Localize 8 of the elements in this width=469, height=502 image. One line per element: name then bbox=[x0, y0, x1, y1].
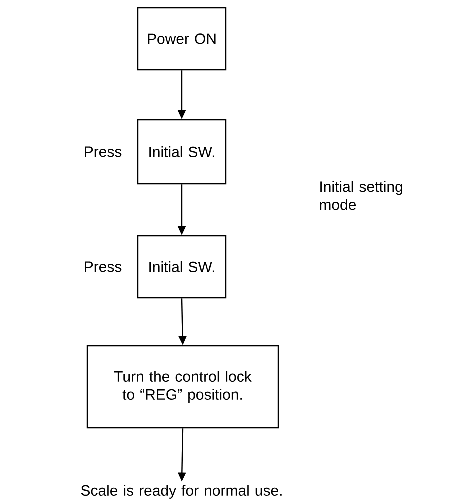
process-box: Turn the control lock to “REG” position. bbox=[86, 345, 280, 429]
process-box: Power ON bbox=[137, 7, 227, 71]
side-label: Press bbox=[85, 146, 122, 158]
result-text: Scale is ready for normal use. bbox=[81, 485, 282, 499]
note-label: Initial setting mode bbox=[320, 181, 402, 210]
side-label: Press bbox=[85, 262, 122, 272]
process-box: Initial SW. bbox=[137, 235, 227, 299]
process-box: Initial SW. bbox=[137, 119, 227, 185]
